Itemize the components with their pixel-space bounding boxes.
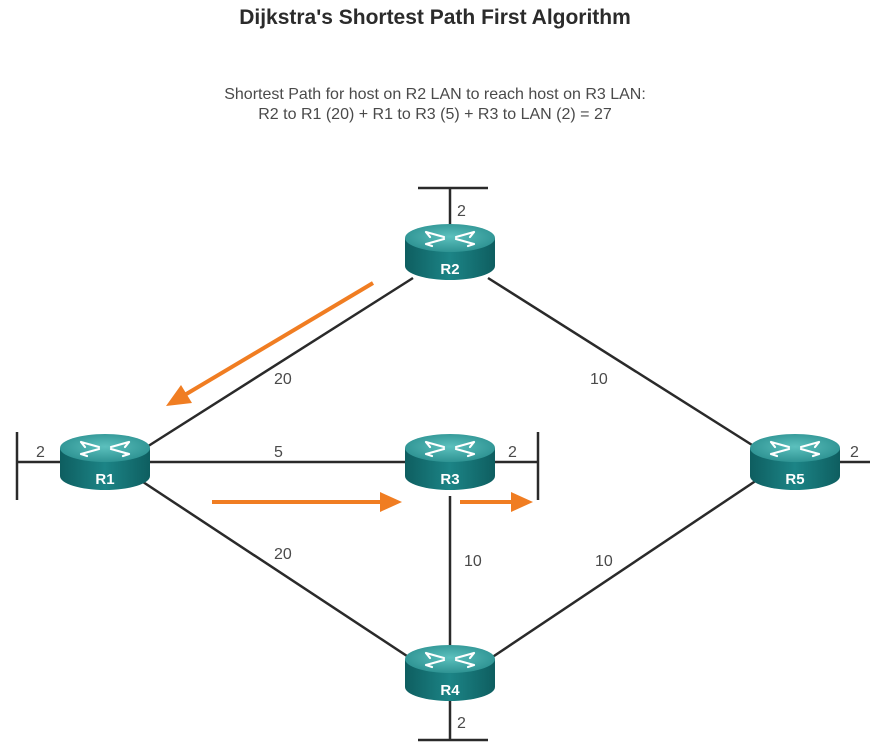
cost-r4-r5: 10 [595, 553, 613, 570]
lan-cost-r5: 2 [850, 444, 859, 461]
page-title: Dijkstra's Shortest Path First Algorithm [239, 6, 631, 29]
lan-cost-r4: 2 [457, 715, 466, 732]
cost-r1-r3: 5 [274, 444, 283, 461]
router-r1: R1 [58, 432, 152, 492]
router-r3: R3 [403, 432, 497, 492]
arrow-icon [166, 281, 375, 406]
lan-cost-r1: 2 [36, 444, 45, 461]
lan-segments [15, 186, 870, 742]
router-label-r5: R5 [785, 471, 804, 488]
arrow-icon [212, 492, 402, 512]
link-r2-r1 [141, 276, 414, 452]
path-description-line1: Shortest Path for host on R2 LAN to reac… [224, 86, 646, 103]
router-r5: R5 [748, 432, 842, 492]
shortest-path-arrows [166, 281, 533, 512]
cost-r2-r1: 20 [274, 371, 292, 388]
router-label-r2: R2 [440, 261, 459, 278]
arrow-icon [460, 492, 533, 512]
link-r2-r5 [487, 276, 761, 452]
router-r2: R2 [403, 222, 497, 282]
router-label-r1: R1 [95, 471, 114, 488]
links [139, 276, 761, 662]
link-cost-labels: 20 10 5 20 10 10 [274, 371, 613, 570]
link-r4-r5 [487, 476, 761, 662]
lan-cost-labels: 2 2 2 2 2 [36, 203, 859, 732]
path-description-line2: R2 to R1 (20) + R1 to R3 (5) + R3 to LAN… [258, 106, 612, 123]
cost-r3-r4: 10 [464, 553, 482, 570]
lan-cost-r3: 2 [508, 444, 517, 461]
router-label-r4: R4 [440, 682, 460, 699]
lan-cost-r2: 2 [457, 203, 466, 220]
router-r4: R4 [403, 643, 497, 703]
link-r1-r4 [139, 478, 414, 662]
cost-r2-r5: 10 [590, 371, 608, 388]
router-label-r3: R3 [440, 471, 459, 488]
cost-r1-r4: 20 [274, 546, 292, 563]
